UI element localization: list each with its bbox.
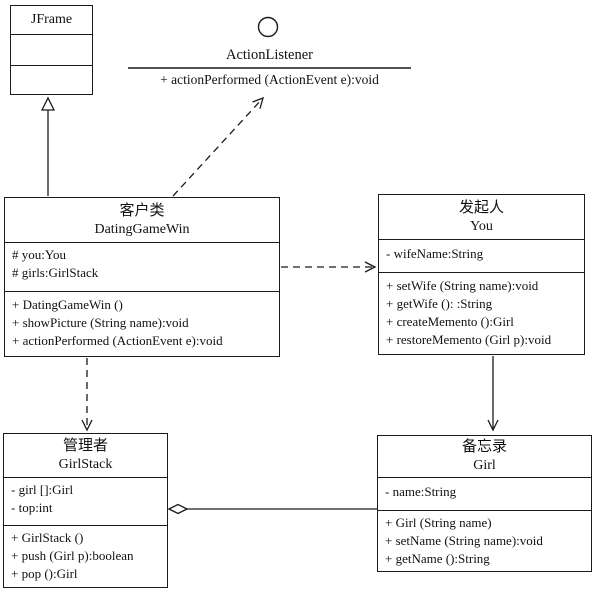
class-girlstack-title: 管理者 GirlStack: [4, 434, 167, 477]
class-datinggamewin: 客户类 DatingGameWin # you:You # girls:Girl…: [4, 197, 280, 357]
class-datinggamewin-methods: + DatingGameWin () + showPicture (String…: [5, 291, 279, 358]
attribute-line: - name:String: [385, 484, 457, 499]
class-girlstack-methods: + GirlStack () + push (Girl p):boolean +…: [4, 525, 167, 589]
method-line: + setName (String name):void: [385, 533, 543, 548]
class-name: JFrame: [30, 12, 73, 27]
class-girl: 备忘录 Girl - name:String + Girl (String na…: [377, 435, 592, 572]
class-you-title: 发起人 You: [379, 195, 584, 239]
class-datinggamewin-attributes: # you:You # girls:GirlStack: [5, 242, 279, 291]
class-girlstack-attributes: - girl []:Girl - top:int: [4, 477, 167, 525]
interface-name: ActionListener: [226, 47, 313, 63]
attribute-line: - top:int: [11, 500, 53, 515]
method-line: + setWife (String name):void: [386, 278, 539, 293]
method-line: + DatingGameWin (): [12, 297, 123, 312]
method-line: + push (Girl p):boolean: [11, 548, 134, 563]
class-you: 发起人 You - wifeName:String + setWife (Str…: [378, 194, 585, 355]
class-name: DatingGameWin: [94, 221, 190, 237]
class-datinggamewin-title: 客户类 DatingGameWin: [5, 198, 279, 242]
class-name: You: [470, 218, 493, 234]
method-line: + restoreMemento (Girl p):void: [386, 332, 552, 347]
class-jframe-title: JFrame: [11, 6, 92, 34]
class-girl-methods: + Girl (String name) + setName (String n…: [378, 510, 591, 573]
attribute-line: - wifeName:String: [386, 246, 484, 261]
class-you-methods: + setWife (String name):void + getWife (…: [379, 272, 584, 356]
class-girlstack: 管理者 GirlStack - girl []:Girl - top:int +…: [3, 433, 168, 588]
attribute-line: # you:You: [12, 247, 66, 262]
interface-lollipop-circle-icon: [257, 16, 279, 38]
class-stereotype: 客户类: [119, 202, 165, 219]
interface-method: + actionPerformed (ActionEvent e):void: [160, 72, 379, 87]
class-stereotype: 管理者: [62, 438, 108, 454]
class-jframe: JFrame: [10, 5, 93, 95]
method-line: + getWife (): :String: [386, 296, 493, 311]
method-line: + showPicture (String name):void: [12, 315, 189, 330]
class-name: GirlStack: [58, 457, 113, 472]
method-line: + getName ():String: [385, 551, 490, 566]
class-girl-attributes: - name:String: [378, 477, 591, 510]
class-jframe-attributes-empty: [11, 34, 92, 65]
class-stereotype: 发起人: [458, 199, 504, 216]
class-name: Girl: [473, 458, 496, 473]
class-jframe-methods-empty: [11, 65, 92, 96]
attribute-line: - girl []:Girl: [11, 482, 74, 497]
method-line: + createMemento ():Girl: [386, 314, 514, 329]
class-stereotype: 备忘录: [461, 439, 507, 455]
attribute-line: # girls:GirlStack: [12, 265, 99, 280]
realization-arrow-client-to-actionlistener: [172, 96, 264, 197]
method-line: + Girl (String name): [385, 515, 492, 530]
class-girl-title: 备忘录 Girl: [378, 436, 591, 477]
class-you-attributes: - wifeName:String: [379, 239, 584, 272]
method-line: + pop ():Girl: [11, 566, 78, 581]
method-line: + actionPerformed (ActionEvent e):void: [12, 333, 223, 348]
method-line: + GirlStack (): [11, 530, 84, 545]
